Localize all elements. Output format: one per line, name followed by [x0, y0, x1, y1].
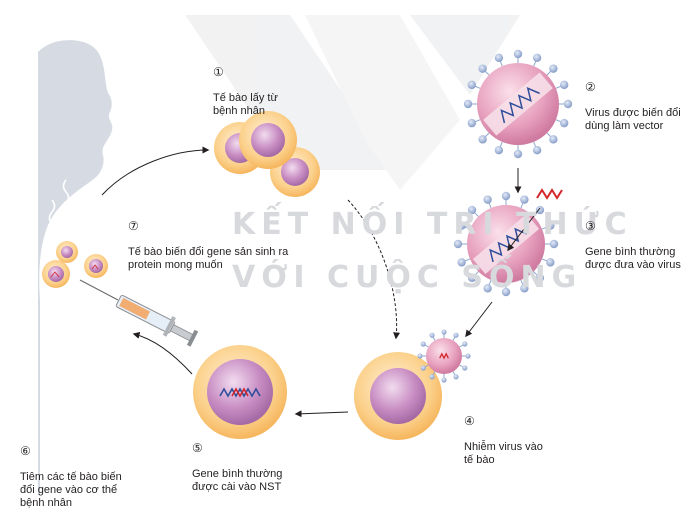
virus-spike-knob [535, 205, 545, 215]
virus-spike-knob [494, 145, 504, 155]
step-5-number: ⑤ [192, 441, 203, 455]
virus-spike-knob [462, 341, 468, 347]
step-3-text: Gene bình thường được đưa vào virus [585, 246, 681, 271]
watermark-logo [185, 15, 520, 190]
virus-spike-knob [563, 99, 573, 109]
step-4-label: ④ Nhiễm virus vào tế bào [464, 401, 543, 467]
virus-spike-knob [559, 80, 569, 90]
gene-therapy-diagram [38, 15, 573, 495]
virus-spike-knob [429, 374, 435, 380]
step-5-text: Gene bình thường được cài vào NST [192, 468, 283, 493]
virus-spike-knob [532, 145, 542, 155]
cell-with-inserted-gene [193, 345, 287, 439]
virus-spike-knob [549, 239, 559, 249]
watermark-line-2: VỚI CUỘC SỐNG [232, 260, 583, 295]
virus-spike-knob [441, 329, 447, 335]
virus-spike-knob [494, 53, 504, 63]
step-6-number: ⑥ [20, 444, 31, 458]
virus-spike-knob [483, 195, 492, 204]
virus-with-normal-gene [453, 191, 559, 297]
step-7-number: ⑦ [128, 219, 139, 233]
virus-spike-knob [501, 191, 511, 201]
virus-spike-knob [457, 221, 466, 230]
infected-cell [354, 352, 442, 440]
patient-silhouette [38, 40, 113, 495]
virus-genome-band [483, 72, 553, 136]
step-1-text: Tế bào lấy từ bệnh nhân [213, 92, 278, 117]
normal-gene-dna [536, 188, 563, 200]
virus-spike-knob [478, 135, 487, 144]
arrow-gene-into-virus [507, 207, 541, 252]
step-3-number: ③ [585, 219, 596, 233]
step-6-text: Tiêm các tế bào biến đổi gene vào cơ thể… [20, 471, 122, 509]
virus-spike-knob [453, 332, 459, 338]
virus-capsid [426, 338, 462, 374]
virus-spike-knob [549, 64, 558, 73]
virus-spike-knob [467, 80, 477, 90]
step-4-text: Nhiễm virus vào tế bào [464, 441, 543, 466]
step-3-label: ③ Gene bình thường được đưa vào virus [585, 206, 681, 272]
arrow-4-to-5 [294, 410, 349, 418]
virus-spike-knob [532, 53, 542, 63]
infecting-virus [417, 329, 471, 383]
step-2-label: ② Virus được biến đổi dùng làm vector [585, 67, 681, 133]
body-modified-cells [42, 241, 108, 288]
virus-spike-knob [546, 221, 555, 230]
virus-spike-knob [420, 341, 426, 347]
arrow-7-to-1 [101, 146, 210, 196]
virus-spike-knob [520, 195, 529, 204]
virus-genome-band [472, 213, 540, 275]
modified-virus-vector [463, 49, 573, 159]
arrow-3-to-4 [465, 301, 493, 338]
syringe [79, 279, 199, 347]
virus-spike-knob [478, 64, 487, 73]
virus-spike-knob [549, 135, 558, 144]
virus-red-gene [439, 352, 449, 360]
step-6-label: ⑥ Tiêm các tế bào biến đổi gene vào cơ t… [20, 431, 122, 510]
virus-spike-knob [513, 149, 523, 159]
virus-spike-knob [465, 353, 471, 359]
virus-spike-knob [457, 258, 466, 267]
virus-spike-knob [420, 365, 426, 371]
step-4-number: ④ [464, 414, 475, 428]
virus-dna [500, 86, 540, 124]
step-5-label: ⑤ Gene bình thường được cài vào NST [192, 428, 282, 494]
virus-spike-knob [520, 284, 529, 293]
step-7-label: ⑦ Tế bào biến đổi gene sản sinh ra prote… [128, 206, 288, 272]
watermark-line-1: KẾT NỐI TRI THỨC [232, 207, 633, 242]
virus-spike-knob [483, 284, 492, 293]
virus-spike-knob [429, 332, 435, 338]
step-7-text: Tế bào biến đổi gene sản sinh ra protein… [128, 246, 289, 271]
step-1-number: ① [213, 65, 224, 79]
step-2-text: Virus được biến đổi dùng làm vector [585, 107, 681, 132]
virus-spike-knob [535, 273, 545, 283]
virus-spike-knob [453, 374, 459, 380]
virus-spike-knob [462, 365, 468, 371]
virus-spike-knob [559, 118, 569, 128]
virus-spike-knob [546, 258, 555, 267]
arrow-5-to-6 [132, 331, 193, 375]
patient-cells-cluster [214, 111, 320, 197]
virus-spike-knob [513, 49, 523, 59]
virus-spike-knob [467, 205, 477, 215]
virus-spike-knob [463, 99, 473, 109]
step-1-label: ① Tế bào lấy từ bệnh nhân [213, 52, 278, 118]
arrow-step1-to-4 [347, 199, 401, 340]
virus-spike-knob [501, 287, 511, 297]
protein-wave-arrows [48, 179, 102, 251]
virus-spike-knob [441, 377, 447, 383]
virus-spike-knob [467, 118, 477, 128]
virus-spike-knob [467, 273, 477, 283]
virus-spike-knob [453, 239, 463, 249]
virus-spike-knob [417, 353, 423, 359]
step-2-number: ② [585, 80, 596, 94]
